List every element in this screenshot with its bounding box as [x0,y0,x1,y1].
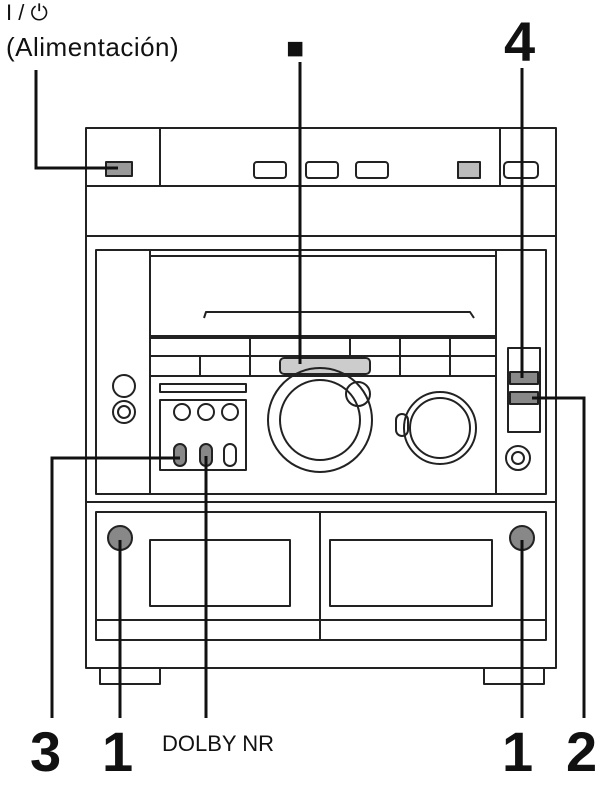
callout-2: 2 [566,720,598,783]
main-body [85,235,557,503]
disc-3-button[interactable] [355,161,389,179]
disc-1-button[interactable] [253,161,287,179]
dolby-nr-label: DOLBY NR [162,731,275,756]
cd-indicator [457,161,481,179]
callout-1-right: 1 [502,720,534,783]
callout-3: 3 [30,720,62,783]
jog-dial[interactable] [267,367,373,473]
function-selector[interactable] [507,347,541,433]
deck-a-window [149,539,291,607]
phones-jack[interactable] [112,400,136,424]
cassette-section [85,501,557,685]
callout-4: 4 [504,10,536,73]
callout-1-left: 1 [102,720,134,783]
right-knob[interactable] [505,445,531,471]
volume-knob[interactable] [403,391,477,465]
deck-b-window [329,539,493,607]
disc-2-button[interactable] [305,161,339,179]
power-text-label: (Alimentación) [6,32,180,62]
headphone-knob[interactable] [112,374,136,398]
power-symbol-label: I / ⏻ [6,0,48,25]
tape-button[interactable] [173,443,187,467]
callout-lines [34,62,586,718]
stop-symbol-label: ■ [286,32,305,65]
stop-button[interactable] [279,357,371,375]
dir-mode-button[interactable] [223,443,237,467]
cd-section [85,127,557,237]
